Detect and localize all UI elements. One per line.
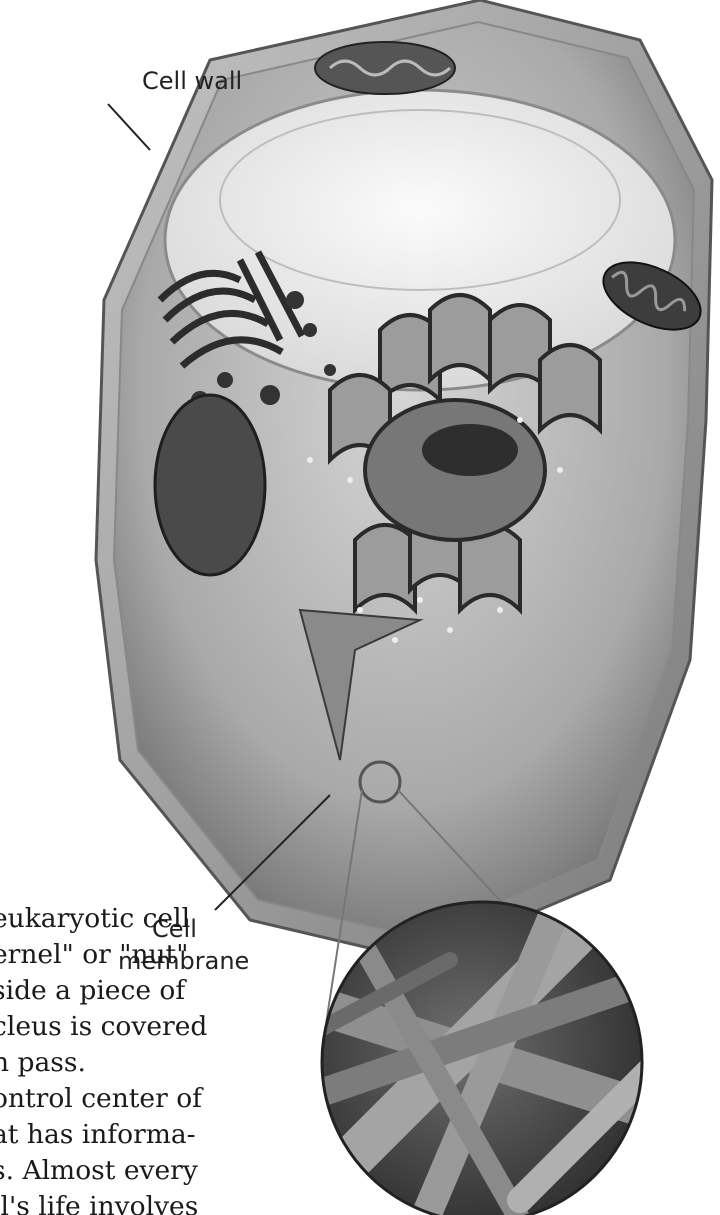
text-line: s. Almost every [0, 1153, 292, 1189]
text-line: n pass. [0, 1045, 292, 1081]
text-line: eukaryotic cell [0, 901, 292, 937]
chloroplast-left [155, 395, 265, 575]
text-line: at has informa- [0, 1117, 292, 1153]
cell-wall-leader [108, 104, 150, 150]
text-line: ernel" or "nut" [0, 937, 292, 973]
text-line: cleus is covered [0, 1009, 292, 1045]
nucleolus [422, 424, 518, 476]
cellulose-fibers-micrograph [300, 900, 680, 1215]
text-line: ontrol center of [0, 1081, 292, 1117]
text-line: side a piece of [0, 973, 292, 1009]
text-line: ll's life involves [0, 1189, 292, 1215]
cell-wall-label: Cell wall [142, 66, 242, 96]
chloroplast-top [315, 42, 455, 94]
